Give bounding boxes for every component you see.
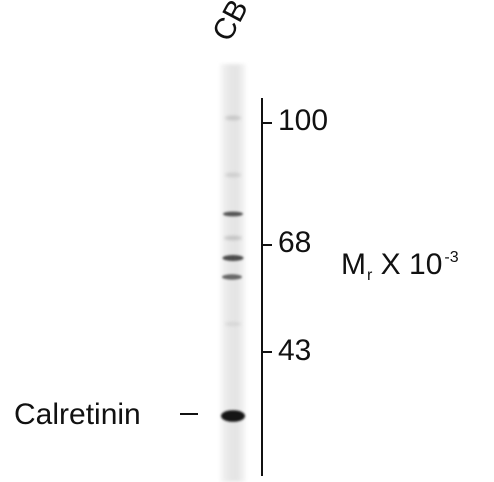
marker-100: 100	[278, 104, 329, 137]
band-around-62	[222, 274, 242, 280]
calretinin-label: Calretinin	[14, 398, 141, 431]
band-around-66	[222, 255, 244, 261]
faint-band-upper	[225, 115, 241, 121]
marker-43: 43	[278, 334, 312, 367]
protein-bands	[221, 115, 245, 422]
band-pointer-dash-icon	[180, 413, 198, 415]
faint-band-around-50	[225, 322, 241, 326]
mr-exponent: -3	[444, 249, 459, 266]
molecular-weight-unit-label: Mr X 10-3	[341, 250, 459, 284]
calretinin-band	[221, 410, 245, 422]
mr-main-text: M	[341, 248, 366, 281]
molecular-weight-axis	[261, 98, 272, 476]
faint-band-mid-upper	[225, 172, 241, 178]
mr-subscript: r	[367, 267, 373, 284]
mr-tail-text: X 10	[372, 248, 443, 281]
faint-band-around-70	[224, 236, 242, 240]
marker-68: 68	[278, 226, 312, 259]
band-around-73	[223, 211, 243, 217]
